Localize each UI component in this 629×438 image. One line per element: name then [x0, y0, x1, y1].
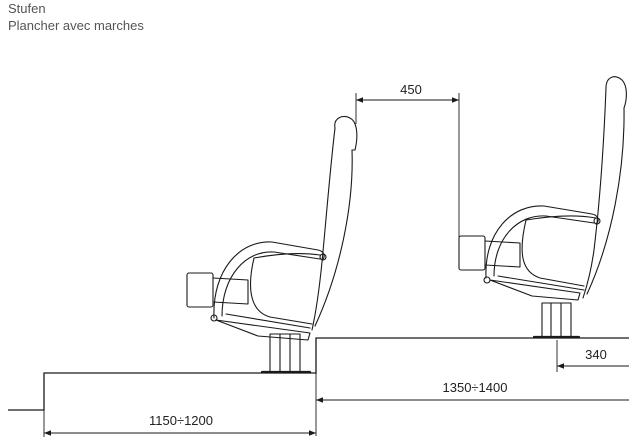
caption: Stufen Plancher avec marches — [8, 0, 144, 34]
seat-upper — [458, 76, 627, 339]
stepped-floor — [8, 337, 629, 411]
caption-line-1: Stufen — [8, 1, 46, 16]
seat-lower — [186, 115, 358, 374]
dim-label-pedestal-width: 340 — [585, 347, 607, 362]
dim-label-lower-step: 1150÷1200 — [149, 413, 213, 428]
caption-line-2: Plancher avec marches — [8, 18, 144, 33]
dim-label-upper-step: 1350÷1400 — [443, 380, 508, 395]
dim-label-seat-spacing: 450 — [400, 82, 422, 97]
